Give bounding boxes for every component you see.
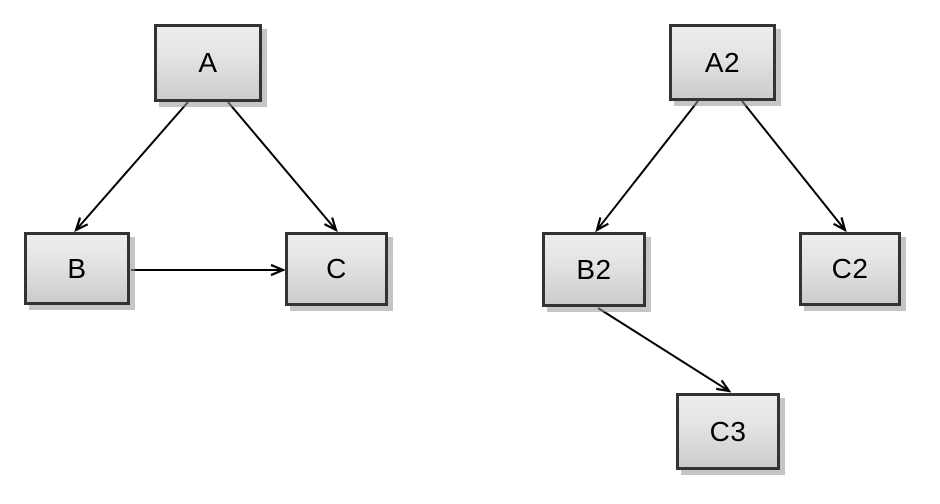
node-label: B [67,252,87,284]
arrowhead-icon [74,217,89,233]
node-label: C2 [831,253,869,284]
edge-a2-to-c2 [741,100,847,233]
node-label: A2 [704,46,741,78]
arrowhead-icon [595,217,609,233]
edge-b-to-c [131,263,286,277]
arrowhead-icon [715,379,732,393]
edge-line [597,307,729,392]
node-c2[interactable]: C2 [799,232,901,306]
node-label: C [326,253,347,284]
edge-a2-to-b2 [595,100,699,233]
edge-a-to-c [227,101,338,233]
arrowhead-icon [323,217,338,233]
edge-a-to-b [74,101,189,233]
node-c3[interactable]: C3 [676,393,780,470]
node-c[interactable]: C [285,232,388,306]
arrowhead-icon [270,263,286,277]
edge-line [227,101,336,230]
node-label: A [198,47,218,78]
node-b2[interactable]: B2 [542,232,646,307]
edge-line [741,100,845,230]
arrowhead-icon [833,217,847,233]
node-b[interactable]: B [24,232,130,305]
node-label: B2 [576,253,612,285]
edge-line [597,100,699,230]
node-a2[interactable]: A2 [669,24,776,101]
node-a[interactable]: A [154,24,262,102]
edge-b2-to-c3 [597,307,732,393]
node-label: C3 [709,415,747,447]
edge-line [76,101,189,230]
